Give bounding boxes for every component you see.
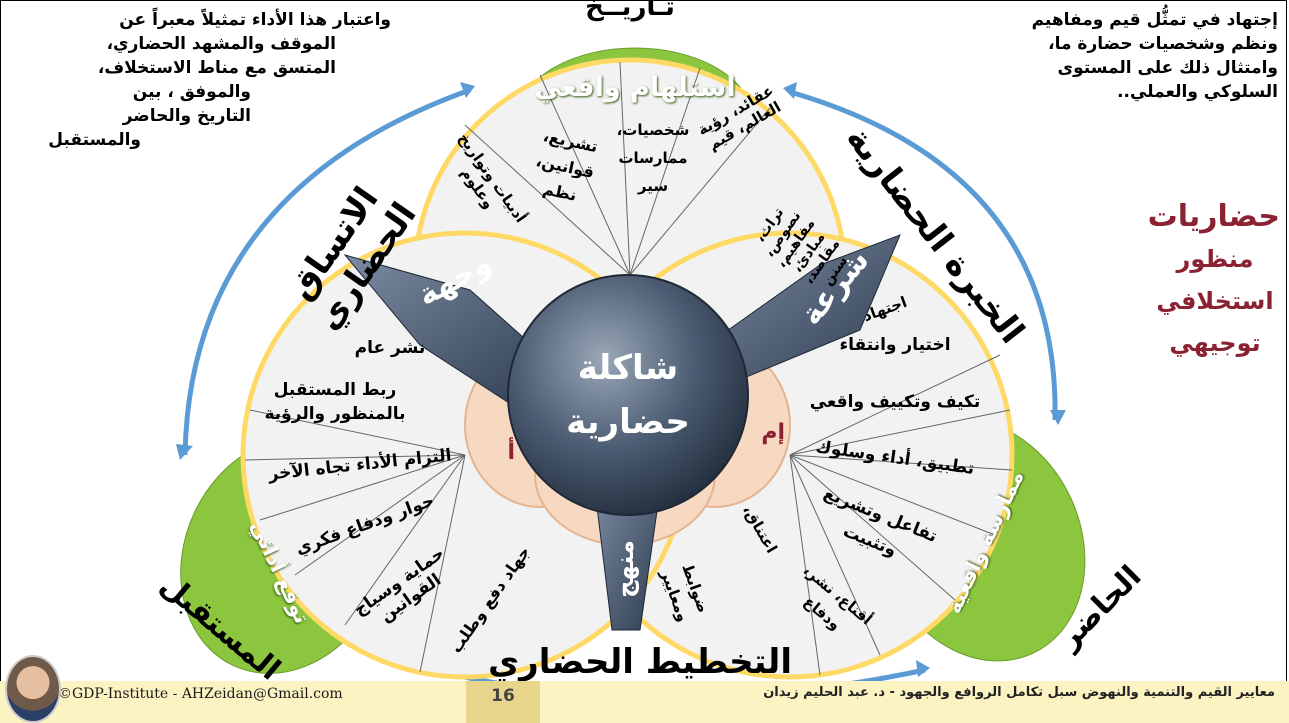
left-segment-0: نشر عام xyxy=(354,338,426,358)
arrowhead-icon xyxy=(783,82,797,99)
arrowhead-icon xyxy=(1050,410,1066,425)
top-segment-legislation: تشريع، قوانين، نظم xyxy=(534,126,600,205)
corner-right-line: السلوكي والعملي.. xyxy=(1117,82,1278,102)
brand-line: توجيهي xyxy=(1169,329,1261,357)
title-bottom-planning: التخطيط الحضاري xyxy=(488,642,792,682)
brand-title: حضاريات xyxy=(1147,199,1280,234)
brand-line: استخلافي xyxy=(1156,287,1274,315)
title-top-history: تـاريــخ xyxy=(585,0,675,22)
hub-label-line2: حضارية xyxy=(566,402,690,442)
corner-left-line: الموقف والمشهد الحضاري، xyxy=(106,34,336,54)
top-segment-personalities: شخصيات، ممارسات سير xyxy=(616,121,690,195)
inner-lobe-right-label: إم xyxy=(761,420,785,445)
corner-left-line: والموفق ، بين xyxy=(132,82,251,102)
corner-left-line: واعتبار هذا الأداء تمثيلاً معبراً عن xyxy=(119,10,391,30)
arrowhead-icon xyxy=(916,660,930,677)
author-avatar xyxy=(5,655,61,723)
arrowhead-icon xyxy=(176,444,193,460)
corner-right-line: ونظم وشخصيات حضارة ما، xyxy=(1048,34,1278,54)
arrowhead-icon xyxy=(460,82,475,98)
corner-right-line: وامتثال ذلك على المستوى xyxy=(1057,58,1278,78)
corner-left-line: المتسق مع مناط الاستخلاف، xyxy=(97,58,336,78)
footer-title: معايير القيم والتنمية والنهوض سبل تكامل … xyxy=(763,685,1275,700)
corner-left-text: واعتبار هذا الأداء تمثيلاً معبراً عن الم… xyxy=(16,8,391,152)
brand-block: حضاريات منظور استخلافي توجيهي xyxy=(1147,196,1280,364)
arrow-top-right xyxy=(789,89,1058,421)
page-number: 16 xyxy=(466,681,540,723)
blade-label-bottom: منهج xyxy=(611,540,639,598)
petal-label-top: استلهام واقعي xyxy=(534,72,736,103)
hub-label-line1: شاكلة xyxy=(577,348,679,388)
left-segment-1: ربط المستقبل بالمنظور والرؤية xyxy=(264,380,406,424)
hub-blades xyxy=(343,234,901,631)
corner-left-line: والمستقبل xyxy=(48,130,141,150)
brand-line: منظور xyxy=(1176,245,1254,273)
corner-right-text: إجتهاد في تمثُّل قيم ومفاهيم ونظم وشخصيا… xyxy=(960,8,1278,104)
segment-dividers xyxy=(244,61,1013,676)
arrow-top-left xyxy=(182,87,471,456)
right-segment-1: اختيار وانتقاء xyxy=(839,335,951,355)
right-segment-2: تكيف وتكييف واقعي xyxy=(809,392,981,412)
center-hub xyxy=(507,274,749,516)
corner-right-line: إجتهاد في تمثُّل قيم ومفاهيم xyxy=(1031,10,1278,30)
footer-bar: ©GDP-Institute - AHZeidan@Gmail.com 16 م… xyxy=(0,681,1289,723)
corner-left-line: التاريخ والحاضر xyxy=(122,106,251,126)
footer-copyright: ©GDP-Institute - AHZeidan@Gmail.com xyxy=(58,686,343,702)
inner-lobe-left-label: أ xyxy=(507,440,515,465)
